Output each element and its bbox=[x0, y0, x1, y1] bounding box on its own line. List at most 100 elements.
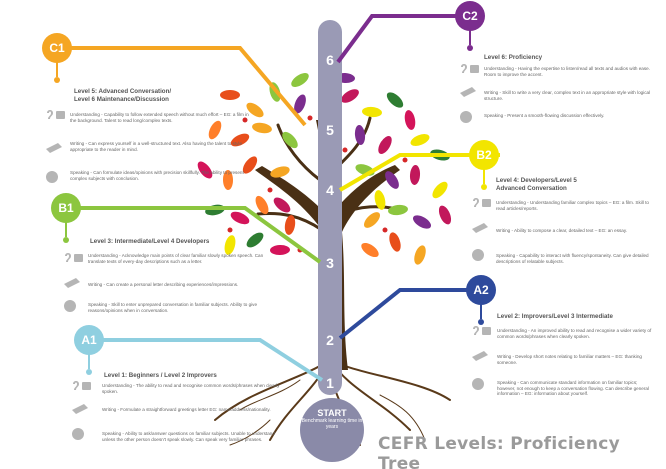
badge-b1-circle bbox=[51, 193, 81, 223]
b2-understanding: Understanding - Understanding familiar c… bbox=[496, 200, 649, 211]
pen-hand-icon bbox=[460, 87, 476, 97]
leaf bbox=[291, 73, 309, 87]
badge-a1: A1 bbox=[81, 333, 97, 347]
book-icon bbox=[482, 327, 491, 335]
year-4: 4 bbox=[326, 182, 334, 198]
a1-icons bbox=[72, 381, 91, 440]
c1-heading: Level 5: Advanced Conversation/ Level 6 … bbox=[74, 88, 172, 103]
badge-b2-circle bbox=[469, 140, 499, 170]
page-title: CEFR Levels: Proficiency Tree bbox=[378, 434, 620, 469]
b1-understanding: Understanding - Acknowledge main points … bbox=[88, 253, 264, 264]
leaf bbox=[354, 125, 366, 145]
leaf bbox=[341, 89, 359, 103]
start-circle bbox=[300, 398, 364, 462]
leaf bbox=[432, 181, 448, 199]
b1-heading: Level 3: Intermediate/Level 4 Developers bbox=[90, 238, 210, 245]
start-subtitle: Benchmark learning time in years bbox=[301, 418, 363, 430]
berry bbox=[382, 227, 388, 233]
a1-understanding: Understanding - The ability to read and … bbox=[102, 383, 280, 394]
a1-block: Level 1: Beginners / Level 2 Improvers bbox=[104, 372, 284, 380]
leaf bbox=[374, 190, 386, 210]
book-icon bbox=[82, 382, 91, 390]
leaf bbox=[246, 102, 264, 118]
ear-icon bbox=[461, 64, 467, 73]
book-icon bbox=[56, 111, 65, 119]
start-title: START bbox=[317, 408, 347, 418]
pen-hand-icon bbox=[64, 278, 80, 288]
ear-icon bbox=[47, 110, 53, 119]
years-bar bbox=[318, 20, 342, 395]
leaf bbox=[409, 165, 421, 185]
leaf bbox=[361, 242, 379, 258]
leaf bbox=[385, 171, 399, 189]
leaf bbox=[386, 92, 404, 108]
c1-block: Level 5: Advanced Conversation/ Level 6 … bbox=[74, 88, 254, 103]
speaking-head-icon bbox=[472, 249, 484, 261]
a1-heading: Level 1: Beginners / Level 2 Improvers bbox=[104, 372, 217, 379]
badge-c2: C2 bbox=[462, 9, 478, 23]
leaf bbox=[230, 133, 250, 147]
a2-icons bbox=[472, 326, 491, 390]
a1-writing: Writing - Formulate a straightforward gr… bbox=[102, 407, 271, 412]
c2-heading: Level 6: Proficiency bbox=[484, 54, 543, 61]
book-icon bbox=[74, 254, 83, 262]
badge-c1: C1 bbox=[49, 41, 65, 55]
pen-hand-icon bbox=[72, 404, 88, 414]
book-icon bbox=[482, 199, 491, 207]
c1-speaking: Speaking - Can formulate ideas/opinions … bbox=[70, 170, 244, 181]
b2-heading: Level 4: Developers/Level 5 Advanced Con… bbox=[496, 177, 577, 192]
leaf bbox=[255, 195, 269, 215]
berry bbox=[267, 187, 273, 193]
berry bbox=[242, 117, 248, 123]
berry bbox=[402, 157, 408, 163]
leaf bbox=[364, 212, 380, 228]
year-5: 5 bbox=[326, 122, 334, 138]
badge-a1-circle bbox=[74, 325, 104, 355]
year-3: 3 bbox=[326, 255, 334, 271]
leaf bbox=[222, 170, 234, 190]
berry bbox=[227, 227, 233, 233]
start-label: START Benchmark learning time in years bbox=[300, 408, 364, 430]
a2-understanding: Understanding - An improved ability to r… bbox=[497, 328, 652, 339]
badge-b1: B1 bbox=[58, 201, 74, 215]
speaking-head-icon bbox=[46, 171, 58, 183]
a1-speaking: Speaking - Ability to ask/answer questio… bbox=[102, 431, 275, 442]
speaking-head-icon bbox=[460, 111, 472, 123]
ear-icon bbox=[73, 381, 79, 390]
c1-icons bbox=[46, 110, 65, 183]
leaf bbox=[270, 166, 290, 178]
speaking-head-icon bbox=[72, 428, 84, 440]
c1-writing: Writing - Can express yourself in a well… bbox=[70, 141, 243, 152]
b1-speaking: Speaking - Skill to enter unprepared con… bbox=[88, 302, 258, 313]
b1-block: Level 3: Intermediate/Level 4 Developers bbox=[90, 238, 270, 246]
ear-icon bbox=[65, 253, 71, 262]
pen-hand-icon bbox=[46, 143, 62, 153]
leaf bbox=[438, 205, 452, 225]
leaf bbox=[197, 161, 213, 179]
a2-writing: Writing - Develop short notes relating t… bbox=[497, 354, 642, 365]
badge-c2-circle bbox=[455, 1, 485, 31]
c2-block: Level 6: Proficiency bbox=[484, 54, 654, 62]
c2-icons bbox=[460, 64, 479, 123]
speaking-head-icon bbox=[64, 300, 76, 312]
b2-speaking: Speaking - Capability to interact with f… bbox=[496, 253, 649, 264]
badge-c1-circle bbox=[42, 33, 72, 63]
speaking-head-icon bbox=[472, 378, 484, 390]
leaf bbox=[224, 235, 236, 255]
c2-writing: Writing - Skill to write a very clear, c… bbox=[484, 90, 651, 101]
ear-icon bbox=[473, 326, 479, 335]
a2-heading: Level 2: Improvers/Level 3 Intermediate bbox=[497, 313, 613, 320]
leaf bbox=[220, 90, 240, 100]
leaf bbox=[378, 136, 392, 154]
badge-b2: B2 bbox=[476, 148, 492, 162]
leaf bbox=[389, 232, 401, 252]
a2-speaking: Speaking - Can communicate standard info… bbox=[497, 380, 649, 397]
leaf bbox=[404, 110, 416, 130]
leaf bbox=[412, 215, 432, 229]
berry bbox=[342, 147, 348, 153]
b2-icons bbox=[472, 198, 491, 261]
leaf bbox=[208, 120, 222, 140]
b2-writing: Writing - Ability to compose a clear, de… bbox=[496, 228, 628, 233]
year-2: 2 bbox=[326, 332, 334, 348]
